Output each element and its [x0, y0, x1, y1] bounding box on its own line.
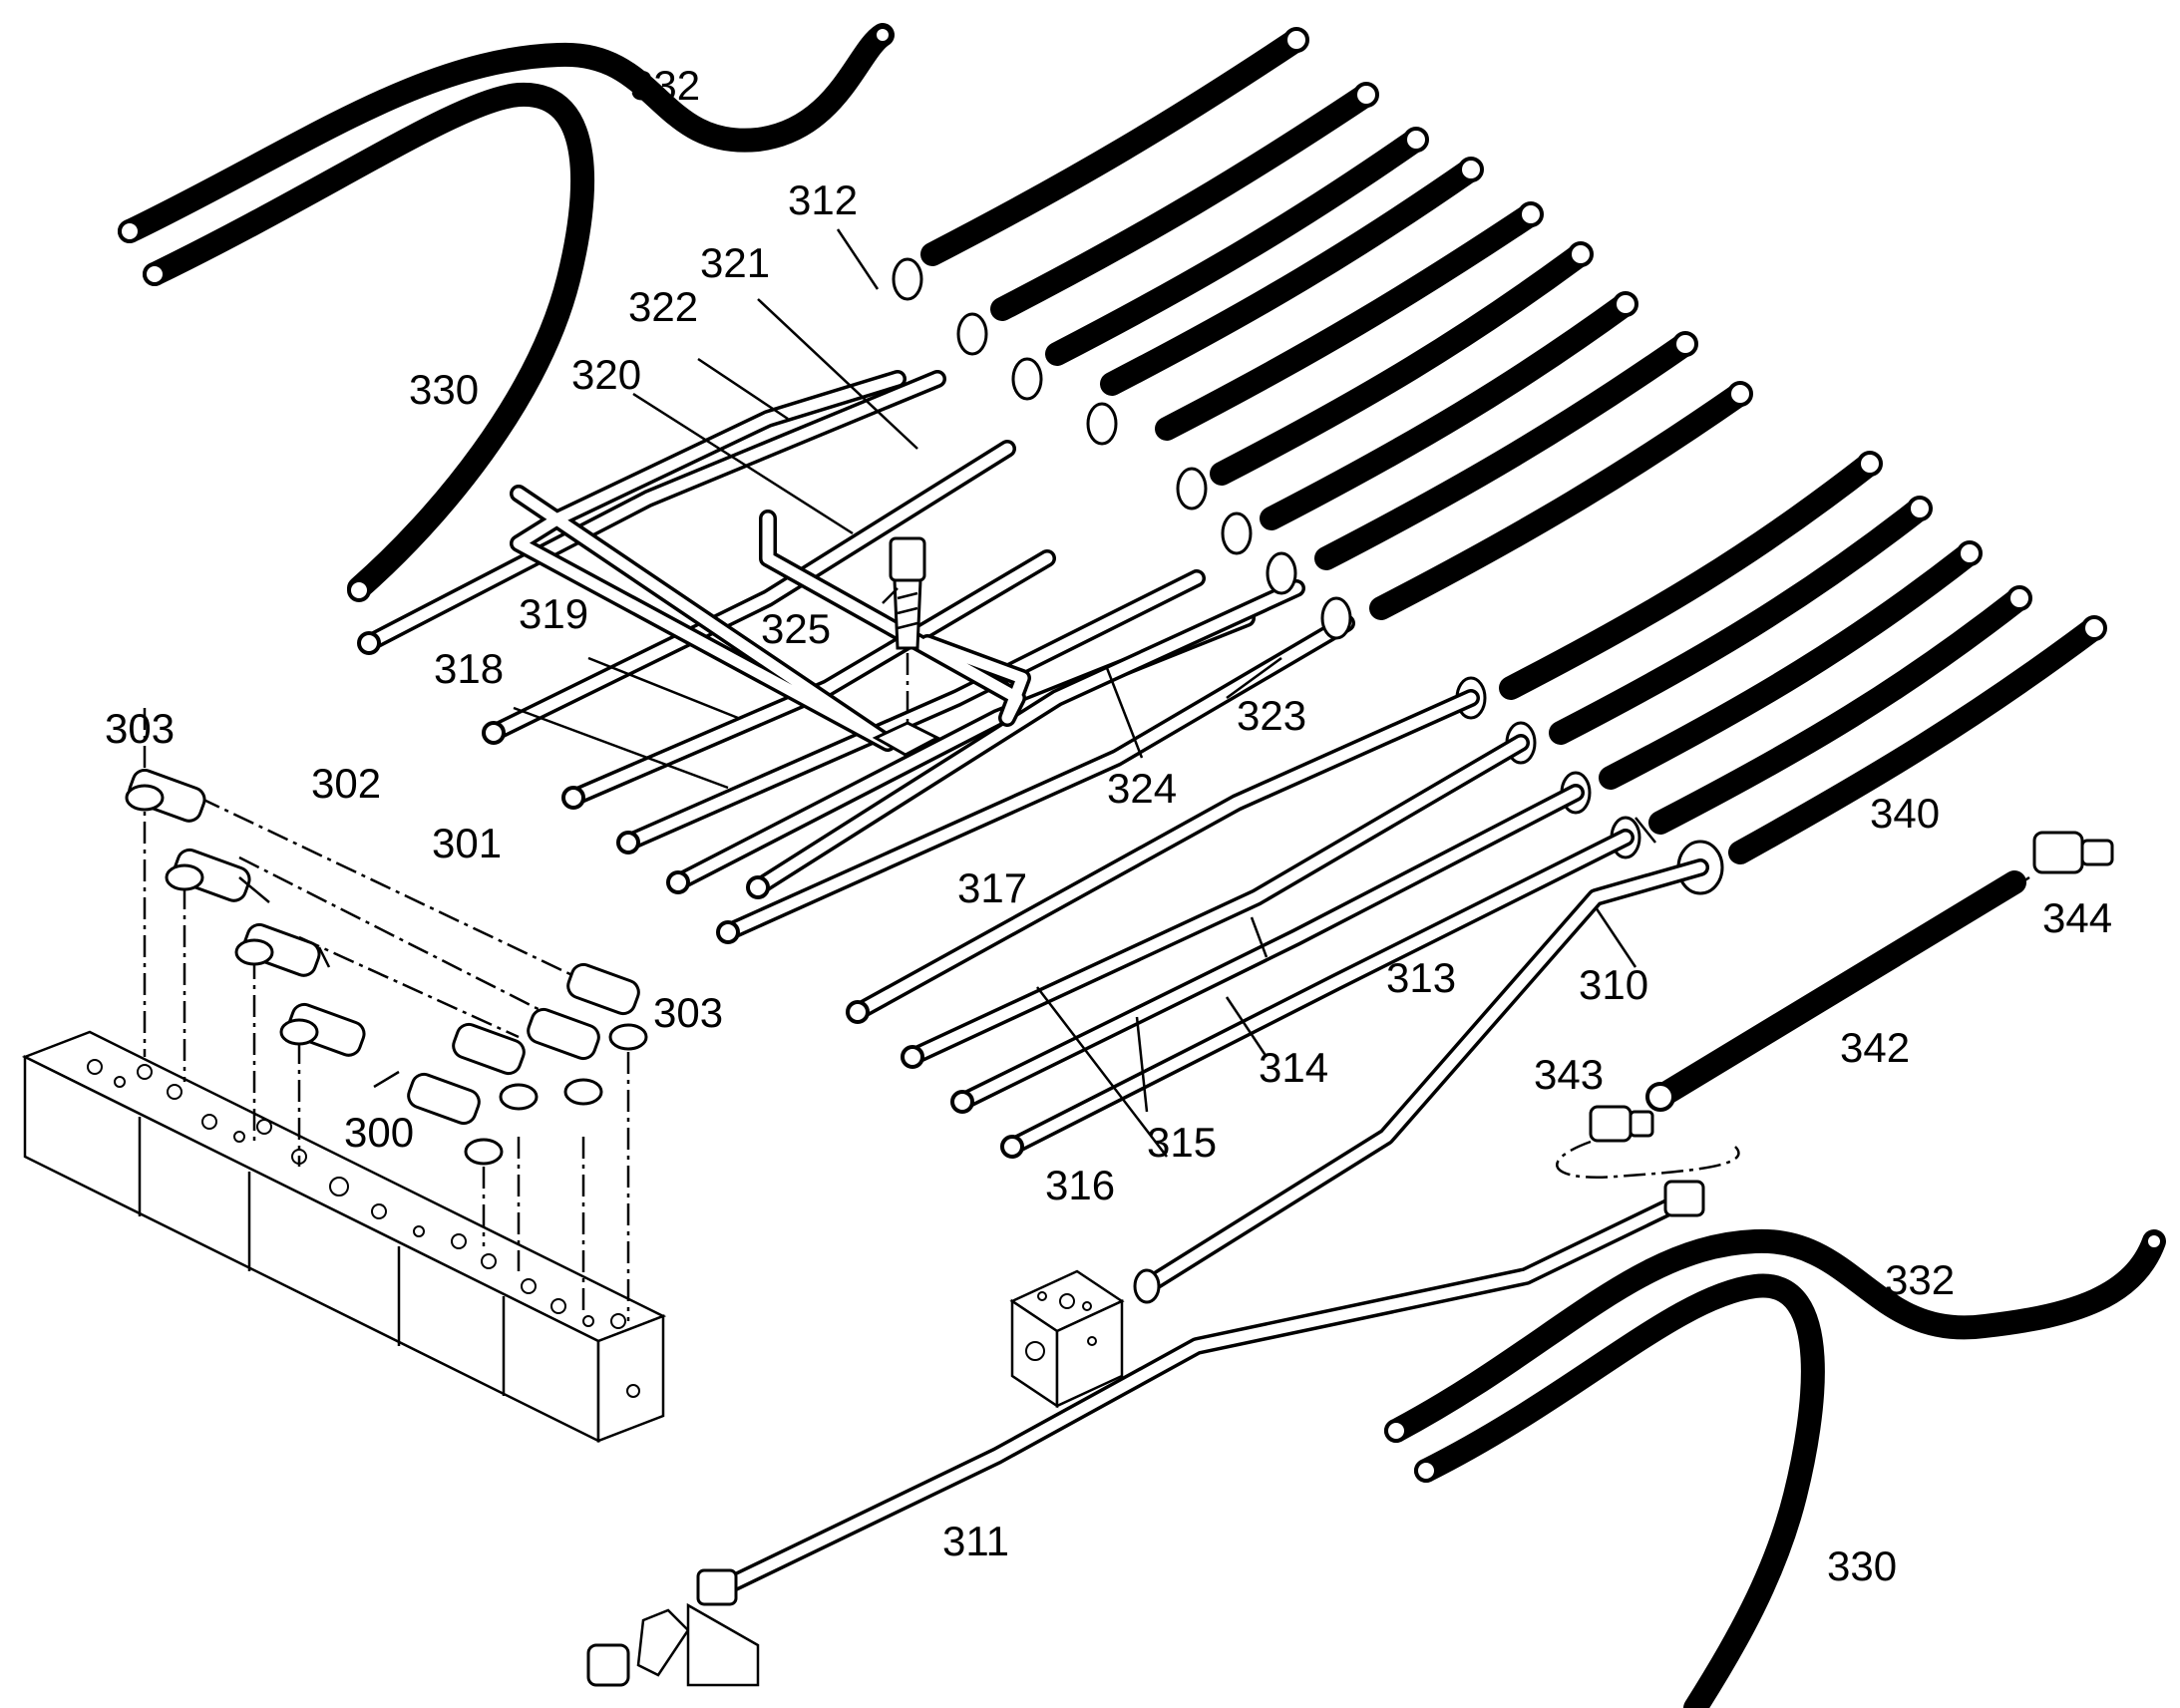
label-301: 301: [432, 820, 502, 866]
fitting-344: [2008, 831, 2114, 892]
label-319: 319: [519, 590, 588, 637]
hose-bundle-upper: [920, 27, 1753, 620]
label-325: 325: [761, 605, 831, 652]
label-315: 315: [1147, 1119, 1217, 1166]
hose-332-bottom: [1384, 1228, 2166, 1443]
label-317: 317: [957, 864, 1027, 911]
label-330-top: 330: [409, 366, 479, 413]
label-312: 312: [788, 176, 858, 223]
label-324: 324: [1107, 765, 1177, 812]
small-manifold-block: [1009, 1269, 1125, 1409]
bracket-and-plug: [586, 1602, 760, 1687]
label-342: 342: [1840, 1024, 1910, 1071]
fitting-343: [1556, 1105, 1740, 1179]
label-303-right: 303: [653, 989, 723, 1036]
tube-311: [696, 1180, 1705, 1606]
label-310: 310: [1579, 961, 1648, 1008]
label-302: 302: [311, 760, 381, 807]
hose-330-top: [143, 82, 595, 602]
label-343: 343: [1534, 1051, 1604, 1098]
tube-310: [1133, 858, 1709, 1304]
label-313: 313: [1386, 954, 1456, 1001]
hose-342: [1645, 870, 2026, 1112]
hose-bundle-lower: [1499, 451, 2107, 864]
label-330-bottom: 330: [1827, 1542, 1897, 1589]
label-303-left: 303: [105, 705, 175, 752]
label-316: 316: [1045, 1162, 1115, 1208]
bolt-325: [872, 536, 941, 757]
label-332-top: 332: [630, 62, 700, 109]
label-300: 300: [344, 1109, 414, 1156]
label-332-bottom: 332: [1885, 1256, 1955, 1303]
leader-lines: [238, 228, 1656, 1158]
label-318: 318: [434, 645, 504, 692]
label-314: 314: [1259, 1044, 1328, 1091]
hose-332-top: [118, 23, 895, 243]
elbow-fittings: [125, 708, 648, 1321]
label-311: 311: [942, 1518, 1009, 1564]
tube-group-upper: [360, 370, 1355, 941]
label-340: 340: [1870, 790, 1940, 837]
label-344: 344: [2042, 894, 2112, 941]
valve-manifold-block: [21, 1030, 667, 1444]
hose-330-bottom: [1414, 1273, 1825, 1708]
label-322: 322: [628, 283, 698, 330]
tube-group-lower: [846, 689, 1635, 1159]
label-321: 321: [700, 239, 770, 286]
part-labels: 332 330 312 321 322 320 325 319 318 323 …: [105, 62, 2112, 1589]
label-323: 323: [1237, 692, 1306, 739]
label-320: 320: [571, 351, 641, 398]
